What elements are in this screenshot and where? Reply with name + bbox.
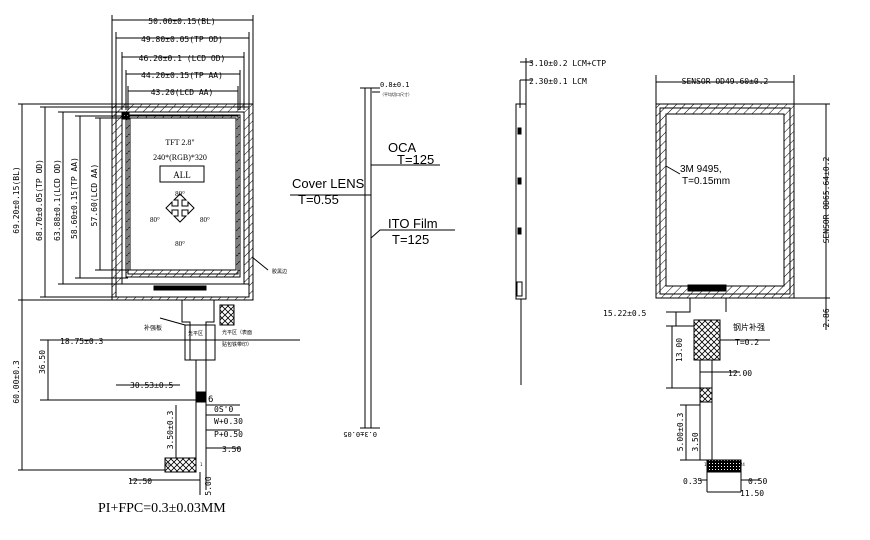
side-view-text: 3.10±0.2 LCM+CTP 2.30±0.1 LCM — [529, 59, 606, 86]
film-label: 3M 9495, — [680, 164, 722, 175]
corner-mark-24: 24 — [165, 462, 170, 467]
dim-lcdaa-width: 43.20(LCD AA) — [151, 88, 214, 97]
stack-top-dim: 0.8±0.1 — [380, 81, 410, 89]
pitch-w: W+0.30 — [214, 417, 243, 426]
sensor-dim-1150: 11.50 — [740, 489, 764, 498]
sensor-view — [655, 75, 830, 493]
dim-tpaa-height: 58.60±0.15(TP AA) — [70, 157, 79, 239]
stiffener-label: 钢片补强 — [733, 322, 765, 332]
panel-mode: ALL — [173, 170, 191, 180]
dim-3053: 30.53±0.5 — [130, 381, 174, 390]
sensor-dim-1200: 12.00 — [728, 369, 752, 378]
notch-note: 光平区 — [188, 330, 203, 337]
dim-500-fpc: 5.00 — [204, 476, 213, 495]
sensor-pin-24: 24 — [740, 462, 745, 467]
fpc-note-1: 光平区（表面 — [222, 329, 252, 336]
sensor-pin-1: 1 — [704, 462, 707, 467]
oca-thickness: T=125 — [397, 152, 434, 167]
side-note: 胶黑边 — [272, 268, 287, 275]
dim-bl-width: 50.00±0.15(BL) — [148, 17, 215, 26]
stack-bottom-dim: 0.3±0.05 — [343, 430, 377, 438]
sensor-dim-035: 0.35 — [683, 477, 702, 486]
pitch-0s0: 0S'0 — [214, 405, 233, 414]
front-view-text: 50.00±0.15(BL) 49.80±0.05(TP OD) 46.20±0… — [12, 17, 287, 516]
angle-bottom: 80° — [175, 240, 185, 248]
ito-thickness: T=125 — [392, 232, 429, 247]
fpc-note-2: 贴包铁带印） — [222, 341, 252, 348]
dim-1250: 12.50 — [128, 477, 152, 486]
dim-lcdaa-height: 57.60(LCD AA) — [90, 164, 99, 227]
stiffener-thickness: T=0.2 — [735, 338, 759, 347]
corner-mark-1: 1 — [200, 462, 203, 467]
dim-3650: 36.50 — [38, 350, 47, 374]
front-view — [18, 15, 300, 495]
viewing-angle-icon — [165, 193, 195, 223]
cover-lens-thickness: T=0.55 — [298, 192, 339, 207]
ito-label: ITO Film — [388, 216, 438, 231]
sensor-dim-500: 5.00±0.3 — [676, 413, 685, 452]
sensor-view-text: SENSOR OD49.60±0.2 SENSOR OD65.64±0.2 3M… — [603, 77, 831, 498]
dim-lcd-width: 46.20±0.1 (LCD OD) — [139, 54, 226, 63]
angle-top: 80° — [175, 190, 185, 198]
pitch-p: P+0.50 — [214, 430, 243, 439]
dim-lcd-height: 63.88±0.1(LCD OD) — [53, 159, 62, 241]
dim-350-fpc: 3.50±0.3 — [166, 411, 175, 450]
fpc-material: PI+FPC=0.3±0.03MM — [98, 501, 226, 516]
sensor-dim-1300: 13.00 — [675, 338, 684, 362]
cover-lens-label: Cover LENS — [292, 176, 365, 191]
stack-view — [290, 87, 455, 429]
stack-view-text: 0.8±0.1 （平均切口尺寸） OCA T=125 Cover LENS T=… — [292, 81, 438, 438]
dim-tp-width: 49.80±0.05(TP OD) — [141, 35, 223, 44]
panel-title: TFT 2.8" — [165, 138, 194, 147]
sensor-height-dim: SENSOR OD65.64±0.2 — [822, 156, 831, 243]
film-thickness: T=0.15mm — [682, 176, 730, 187]
dim-350b: 3.50 — [222, 445, 241, 454]
dim-tpaa-width: 44.20±0.15(TP AA) — [141, 71, 223, 80]
sensor-width-dim: SENSOR OD49.60±0.2 — [682, 77, 769, 86]
side-dim-lcm-ctp: 3.10±0.2 LCM+CTP — [529, 59, 606, 68]
sensor-dim-286: 2.86 — [822, 308, 831, 327]
dim-60: 60.00±0.3 — [12, 360, 21, 404]
dim-tp-height: 68.70±0.05(TP OD) — [35, 159, 44, 241]
dim-1875: 18.75±0.3 — [60, 337, 104, 346]
stiffener-note: 补强板 — [144, 324, 162, 332]
angle-right: 80° — [200, 216, 210, 224]
dim-bl-height: 69.20±0.15(BL) — [12, 166, 21, 233]
pin-count: 6 — [208, 395, 213, 405]
sensor-dim-350: 3.50 — [691, 432, 700, 451]
sensor-dim-1522: 15.22±0.5 — [603, 309, 647, 318]
stack-top-note: （平均切口尺寸） — [380, 91, 412, 97]
side-view — [515, 58, 532, 385]
panel-resolution: 240*(RGB)*320 — [153, 153, 207, 162]
oca-label: OCA — [388, 140, 417, 155]
angle-left: 80° — [150, 216, 160, 224]
side-dim-lcm: 2.30±0.1 LCM — [529, 77, 587, 86]
sensor-dim-050: 0.50 — [748, 477, 767, 486]
